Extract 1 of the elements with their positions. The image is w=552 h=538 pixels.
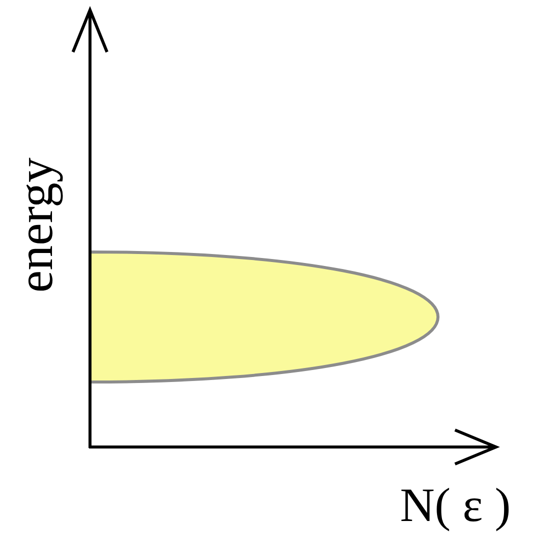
axis-label: N( ε ) bbox=[400, 482, 511, 530]
